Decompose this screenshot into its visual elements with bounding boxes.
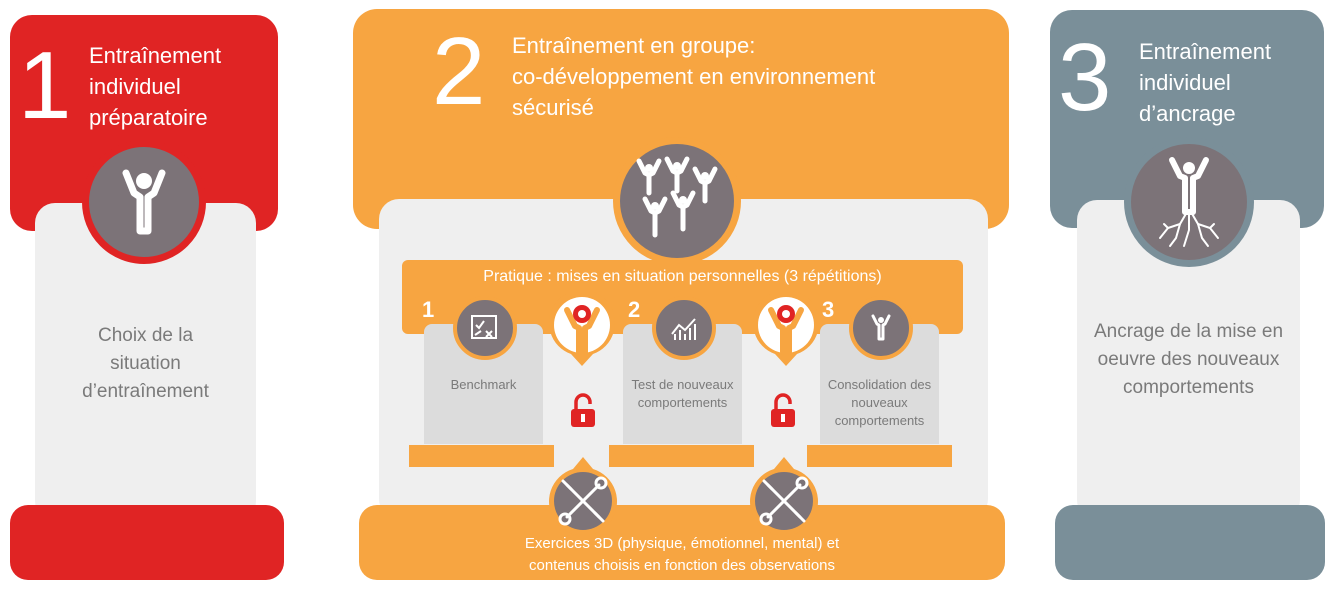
col3-body-line: Ancrage de la mise en — [1093, 321, 1284, 342]
col1-body-line: d’entraînement — [82, 381, 209, 402]
padlock-open-icon — [769, 393, 797, 429]
col1-title: Entraînement individuel préparatoire — [89, 40, 221, 133]
col1-title-line: individuel — [89, 74, 181, 99]
step-number-2: 2 — [628, 297, 641, 322]
step-bar-2 — [609, 445, 754, 467]
col2-number: 2 — [432, 18, 486, 125]
step-number-3: 3 — [822, 297, 835, 322]
padlock-open-icon — [569, 393, 597, 429]
col3-body-line: comportements — [1123, 377, 1254, 398]
step-label-2: Test de nouveaux comportements — [623, 376, 742, 412]
col1-number: 1 — [18, 32, 72, 139]
col2-title-line: co-développement en environnement — [512, 64, 876, 89]
col2-title: Entraînement en groupe: co-développement… — [512, 30, 875, 123]
step-bar-3 — [807, 445, 952, 467]
person-target-icon — [547, 289, 617, 368]
checklist-chart-icon — [453, 296, 517, 360]
col1-body-line: Choix de la — [97, 325, 194, 346]
col2-footer-line: Exercices 3D (physique, émotionnel, ment… — [524, 535, 840, 552]
step-label-line: Test de nouveaux — [631, 377, 734, 392]
col3-body: Ancrage de la mise en oeuvre des nouveau… — [1077, 318, 1300, 402]
col3-title-line: Entraînement — [1139, 39, 1272, 64]
step-number-1: 1 — [422, 297, 435, 322]
tools-icon — [547, 457, 619, 536]
tools-icon — [748, 457, 820, 536]
col1-footer — [10, 505, 284, 580]
col2-footer — [359, 505, 1005, 580]
col2-title-line: sécurisé — [512, 95, 594, 120]
col3-title-line: individuel — [1139, 70, 1231, 95]
col3-title: Entraînement individuel d’ancrage — [1139, 36, 1271, 129]
person-target-icon — [751, 289, 821, 368]
step-label-line: Consolidation des — [827, 377, 932, 392]
person-rooted-icon — [1124, 137, 1254, 267]
col3-number: 3 — [1058, 24, 1112, 131]
step-label-line: nouveaux — [851, 395, 908, 410]
line-chart-icon — [652, 296, 716, 360]
step-bar-1 — [409, 445, 554, 467]
step-label-1: Benchmark — [424, 376, 543, 394]
col3-title-line: d’ancrage — [1139, 101, 1236, 126]
step-label-3: Consolidation des nouveaux comportements — [816, 376, 943, 430]
col1-body-line: situation — [110, 353, 181, 374]
col2-footer-line: contenus choisis en fonction des observa… — [528, 557, 836, 574]
practice-banner-text: Pratique : mises en situation personnell… — [483, 268, 882, 285]
person-arms-up-icon — [82, 140, 206, 264]
col2-footer-text: Exercices 3D (physique, émotionnel, ment… — [359, 533, 1005, 577]
col1-body: Choix de la situation d’entraînement — [35, 322, 256, 406]
person-small-icon — [849, 296, 913, 360]
step-label-line: comportements — [637, 395, 728, 410]
step-label-line: Benchmark — [450, 377, 517, 392]
col1-title-line: préparatoire — [89, 105, 208, 130]
group-people-icon — [613, 137, 741, 265]
col3-footer — [1055, 505, 1325, 580]
col3-body-line: oeuvre des nouveaux — [1097, 349, 1280, 370]
step-label-line: comportements — [834, 413, 925, 428]
col2-title-line: Entraînement en groupe: — [512, 33, 756, 58]
col1-title-line: Entraînement — [89, 43, 222, 68]
